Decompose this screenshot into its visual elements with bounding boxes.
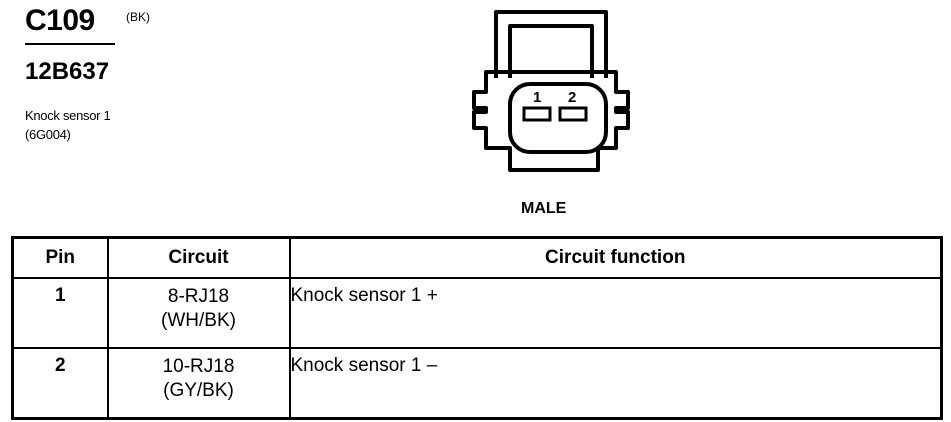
header-circuit: Circuit	[106, 236, 291, 279]
title-rule	[25, 43, 115, 45]
connector-body	[472, 70, 630, 172]
circuit-cell: 8-RJ18 (WH/BK)	[106, 277, 291, 349]
color-code: (BK)	[126, 10, 150, 24]
pin-table: Pin Circuit Circuit function 1 8-RJ18 (W…	[11, 236, 943, 420]
pin-number: 1	[11, 277, 109, 349]
table-header-row: Pin Circuit Circuit function	[11, 236, 943, 279]
component-code: (6G004)	[25, 127, 71, 142]
circuit-number: 10-RJ18	[162, 356, 235, 377]
latch-outer	[494, 10, 608, 78]
circuit-cell: 10-RJ18 (GY/BK)	[106, 347, 291, 420]
circuit-function: Knock sensor 1 –	[288, 347, 943, 420]
connector-face-drawing: 1 2	[472, 10, 630, 172]
connector-id: C109	[25, 4, 95, 37]
wire-color: (GY/BK)	[163, 380, 234, 401]
pin-cavity	[508, 82, 608, 154]
pin-number: 2	[11, 347, 109, 420]
connector-gender: MALE	[521, 200, 567, 217]
table-row: 1 8-RJ18 (WH/BK) Knock sensor 1 +	[11, 277, 943, 349]
terminal-1	[522, 106, 552, 122]
latch-inner	[508, 24, 594, 78]
pin-label-1: 1	[533, 89, 541, 106]
part-number: 12B637	[25, 58, 110, 85]
circuit-number: 8-RJ18	[167, 286, 230, 307]
header-circuit-function: Circuit function	[288, 236, 943, 279]
circuit-function: Knock sensor 1 +	[288, 277, 943, 349]
table-row: 2 10-RJ18 (GY/BK) Knock sensor 1 –	[11, 347, 943, 420]
header-pin: Pin	[11, 236, 109, 279]
component-name: Knock sensor 1	[25, 108, 111, 123]
pin-label-2: 2	[568, 89, 576, 106]
terminal-2	[558, 106, 588, 122]
wire-color: (WH/BK)	[161, 310, 236, 331]
